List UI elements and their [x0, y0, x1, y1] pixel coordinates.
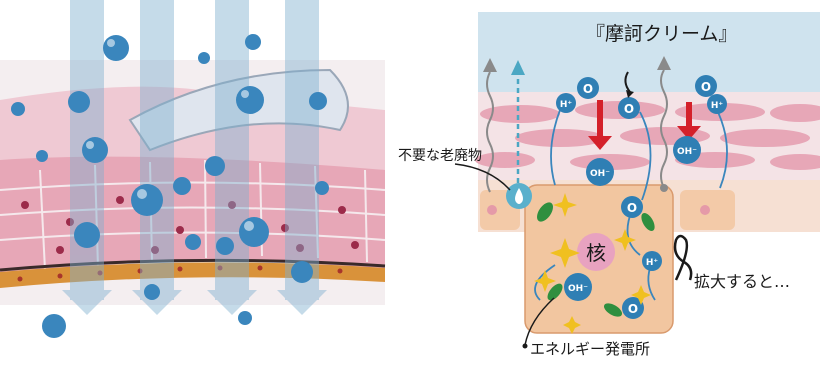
- zoom-loop-icon: [673, 234, 693, 281]
- oxygen-ion: O: [618, 97, 640, 119]
- hydroxide-ion: OH⁻: [586, 158, 614, 186]
- svg-text:H⁺: H⁺: [560, 100, 573, 110]
- waste-label: 不要な老廃物: [398, 147, 482, 164]
- hydroxide-ion: OH⁻: [564, 273, 592, 301]
- svg-text:O: O: [627, 201, 637, 215]
- hydrogen-ion: H⁺: [642, 251, 662, 271]
- oxygen-ion: O: [695, 75, 717, 97]
- hydroxide-ion: OH⁻: [673, 136, 701, 164]
- sparkle-icon: [534, 193, 651, 334]
- oxygen-ion: O: [621, 196, 643, 218]
- nucleus: [577, 233, 615, 271]
- svg-text:O: O: [628, 302, 638, 316]
- gray-wavy-arrows: [486, 69, 668, 193]
- svg-text:H⁺: H⁺: [711, 101, 724, 111]
- oxygen-ion: O: [577, 77, 599, 99]
- hydrogen-ion: H⁺: [707, 94, 727, 114]
- red-down-arrows: [588, 100, 701, 150]
- mitochondria-icon: [537, 202, 655, 317]
- svg-text:OH⁻: OH⁻: [590, 169, 610, 179]
- left-skin-illustration: [0, 0, 386, 338]
- svg-text:O: O: [701, 80, 711, 94]
- svg-text:OH⁻: OH⁻: [677, 147, 697, 157]
- svg-text:H⁺: H⁺: [646, 258, 659, 268]
- zoom-label: 拡大すると…: [694, 272, 790, 291]
- svg-text:O: O: [624, 102, 634, 116]
- hydrogen-ion: H⁺: [556, 93, 576, 113]
- oxygen-ion: O: [622, 297, 644, 319]
- cream-layer: [478, 12, 820, 92]
- right-zoom-diagram: 核: [454, 12, 820, 349]
- water-droplet-icon: [506, 183, 532, 209]
- energy-label: エネルギー発電所: [530, 340, 650, 358]
- svg-text:O: O: [583, 82, 593, 96]
- cream-label: 『摩訶クリーム』: [586, 23, 737, 45]
- nucleus-label: 核: [586, 241, 606, 265]
- svg-text:OH⁻: OH⁻: [568, 284, 588, 294]
